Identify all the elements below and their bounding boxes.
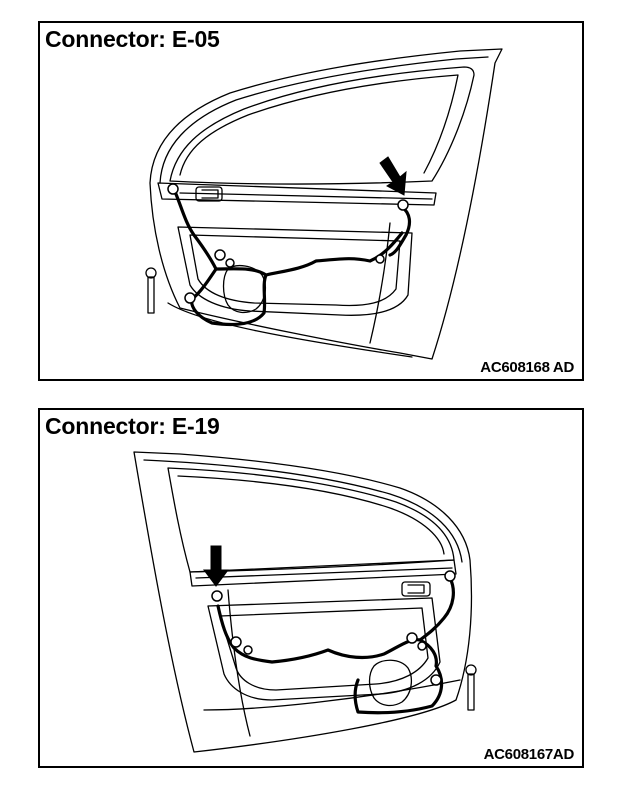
figure-code: AC608168 AD — [480, 359, 574, 376]
figure-title: Connector: E-05 — [45, 26, 220, 52]
locator-arrow-icon — [379, 156, 407, 196]
figure-title: Connector: E-19 — [45, 413, 220, 439]
diagram-panel-e19: Connector: E-19 AC608167AD — [38, 408, 584, 768]
connector-e19 — [211, 590, 223, 602]
diagram-panel-e05: Connector: E-05 AC608168 AD — [38, 21, 584, 381]
door-drawing-e19 — [133, 451, 477, 753]
door-drawing-e05 — [145, 48, 503, 360]
figure-code: AC608167AD — [483, 746, 575, 763]
locator-arrow-icon — [203, 545, 229, 587]
connector-e05 — [397, 199, 409, 211]
